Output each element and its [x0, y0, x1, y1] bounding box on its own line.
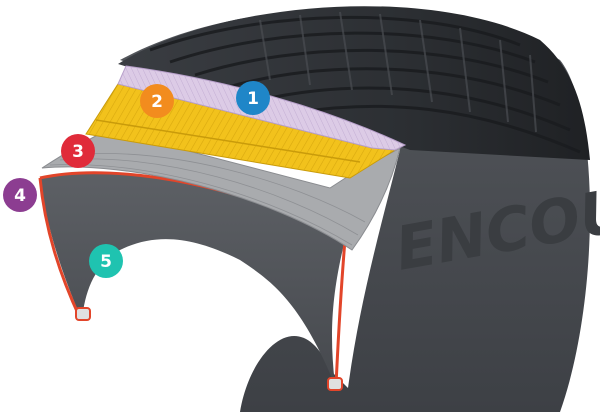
callout-label-3: 3	[72, 142, 84, 162]
callout-label-1: 1	[247, 89, 259, 109]
inner-liner-bead-left	[38, 177, 82, 319]
callout-badge-1: 1	[236, 81, 270, 115]
callout-label-4: 4	[14, 186, 26, 206]
callout-circle-3	[61, 134, 95, 168]
callout-circle-4	[3, 178, 37, 212]
callout-label-5: 5	[100, 252, 112, 272]
callout-circle-2	[140, 84, 174, 118]
body-ply-lines	[49, 153, 366, 246]
tread-sipes	[259, 11, 537, 133]
steel-belt-separator	[95, 119, 361, 163]
callout-circle-5	[89, 244, 123, 278]
bead-right	[327, 377, 343, 391]
callout-circle-1	[236, 81, 270, 115]
callout-label-2: 2	[151, 92, 163, 112]
callout-badge-3: 3	[61, 134, 95, 168]
inner-cavity	[40, 172, 345, 385]
tread-grooves	[149, 15, 581, 154]
bead-left	[75, 307, 91, 321]
callout-badge-5: 5	[89, 244, 123, 278]
callout-badge-4: 4	[3, 178, 37, 212]
callout-badge-2: 2	[140, 84, 174, 118]
